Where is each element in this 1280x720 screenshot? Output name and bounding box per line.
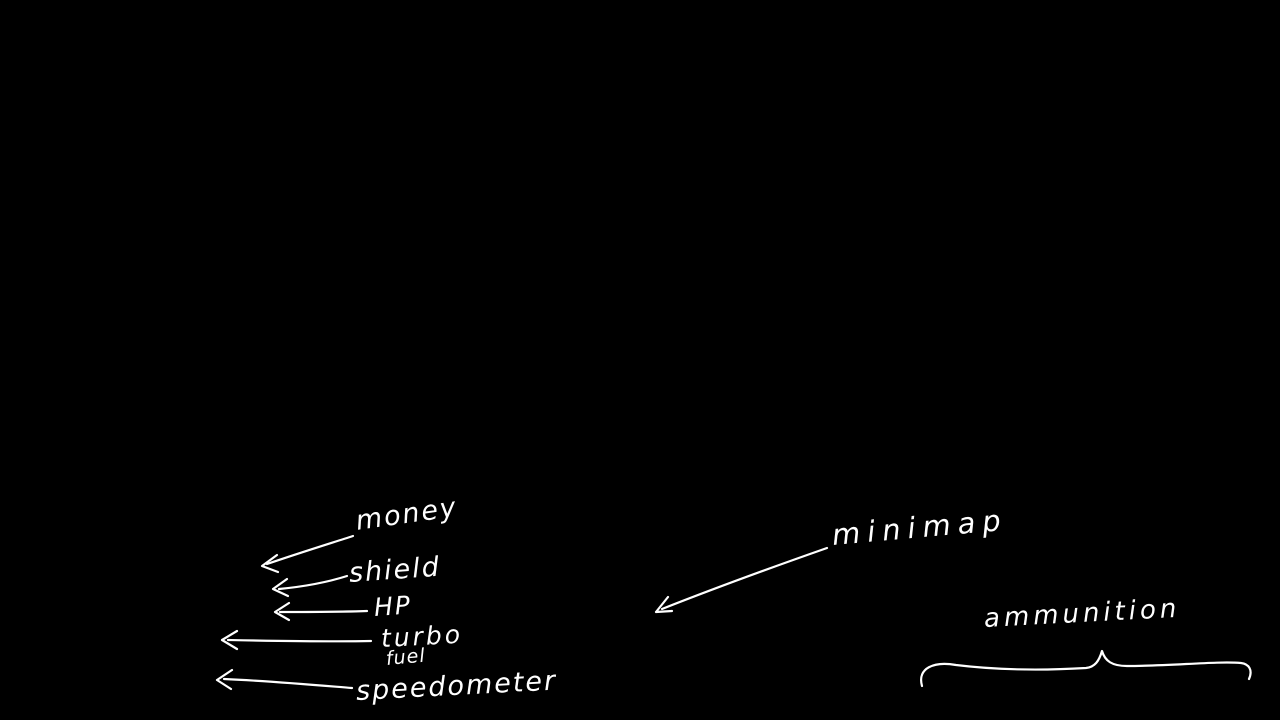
shield-arrow — [271, 574, 349, 598]
label-hp: HP — [372, 590, 413, 622]
label-fuel: fuel — [385, 644, 427, 670]
money-arrow — [260, 534, 355, 574]
label-shield: shield — [347, 551, 442, 589]
speedometer-arrow — [215, 668, 354, 691]
ammunition-brace — [920, 649, 1252, 688]
hp-arrow — [273, 601, 369, 622]
minimap-arrow — [654, 546, 829, 614]
turbo-arrow — [220, 629, 373, 651]
